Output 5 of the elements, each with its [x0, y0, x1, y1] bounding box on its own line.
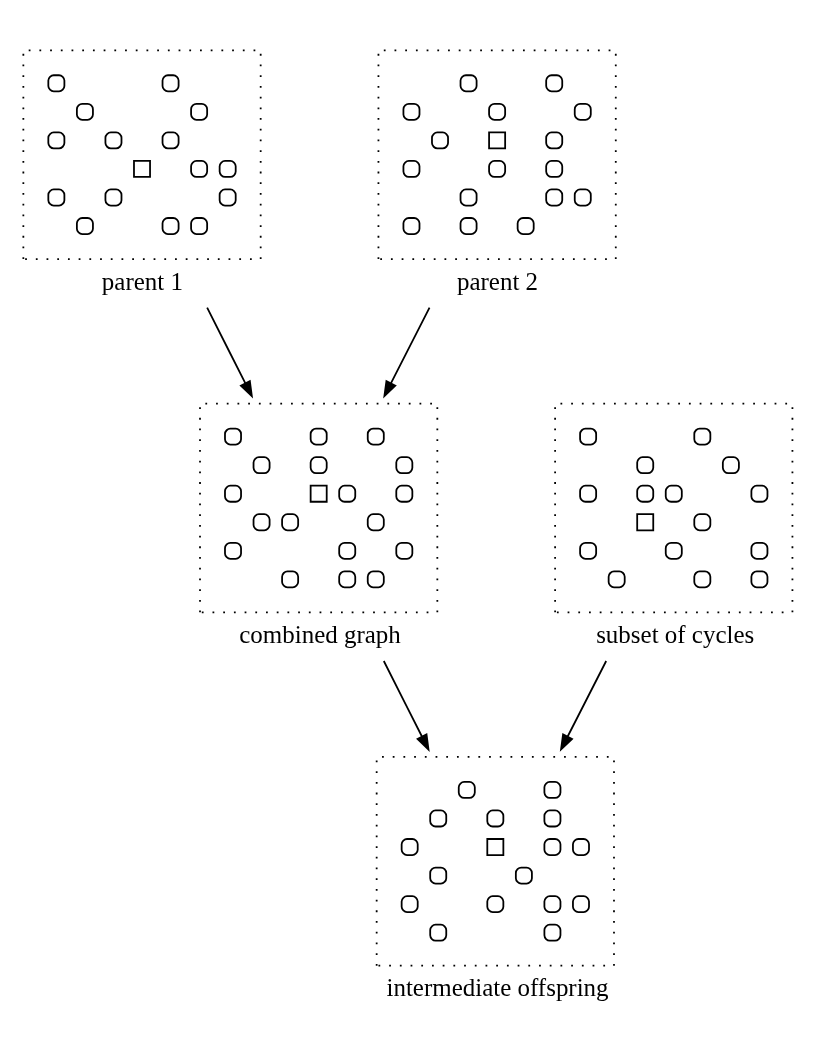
node-label: parent 2	[456, 267, 539, 295]
node-label: subset of cycles	[596, 621, 755, 649]
node-label: parent 1	[101, 267, 183, 295]
node-label: intermediate offspring	[386, 974, 609, 1002]
node-label: combined graph	[239, 621, 401, 649]
